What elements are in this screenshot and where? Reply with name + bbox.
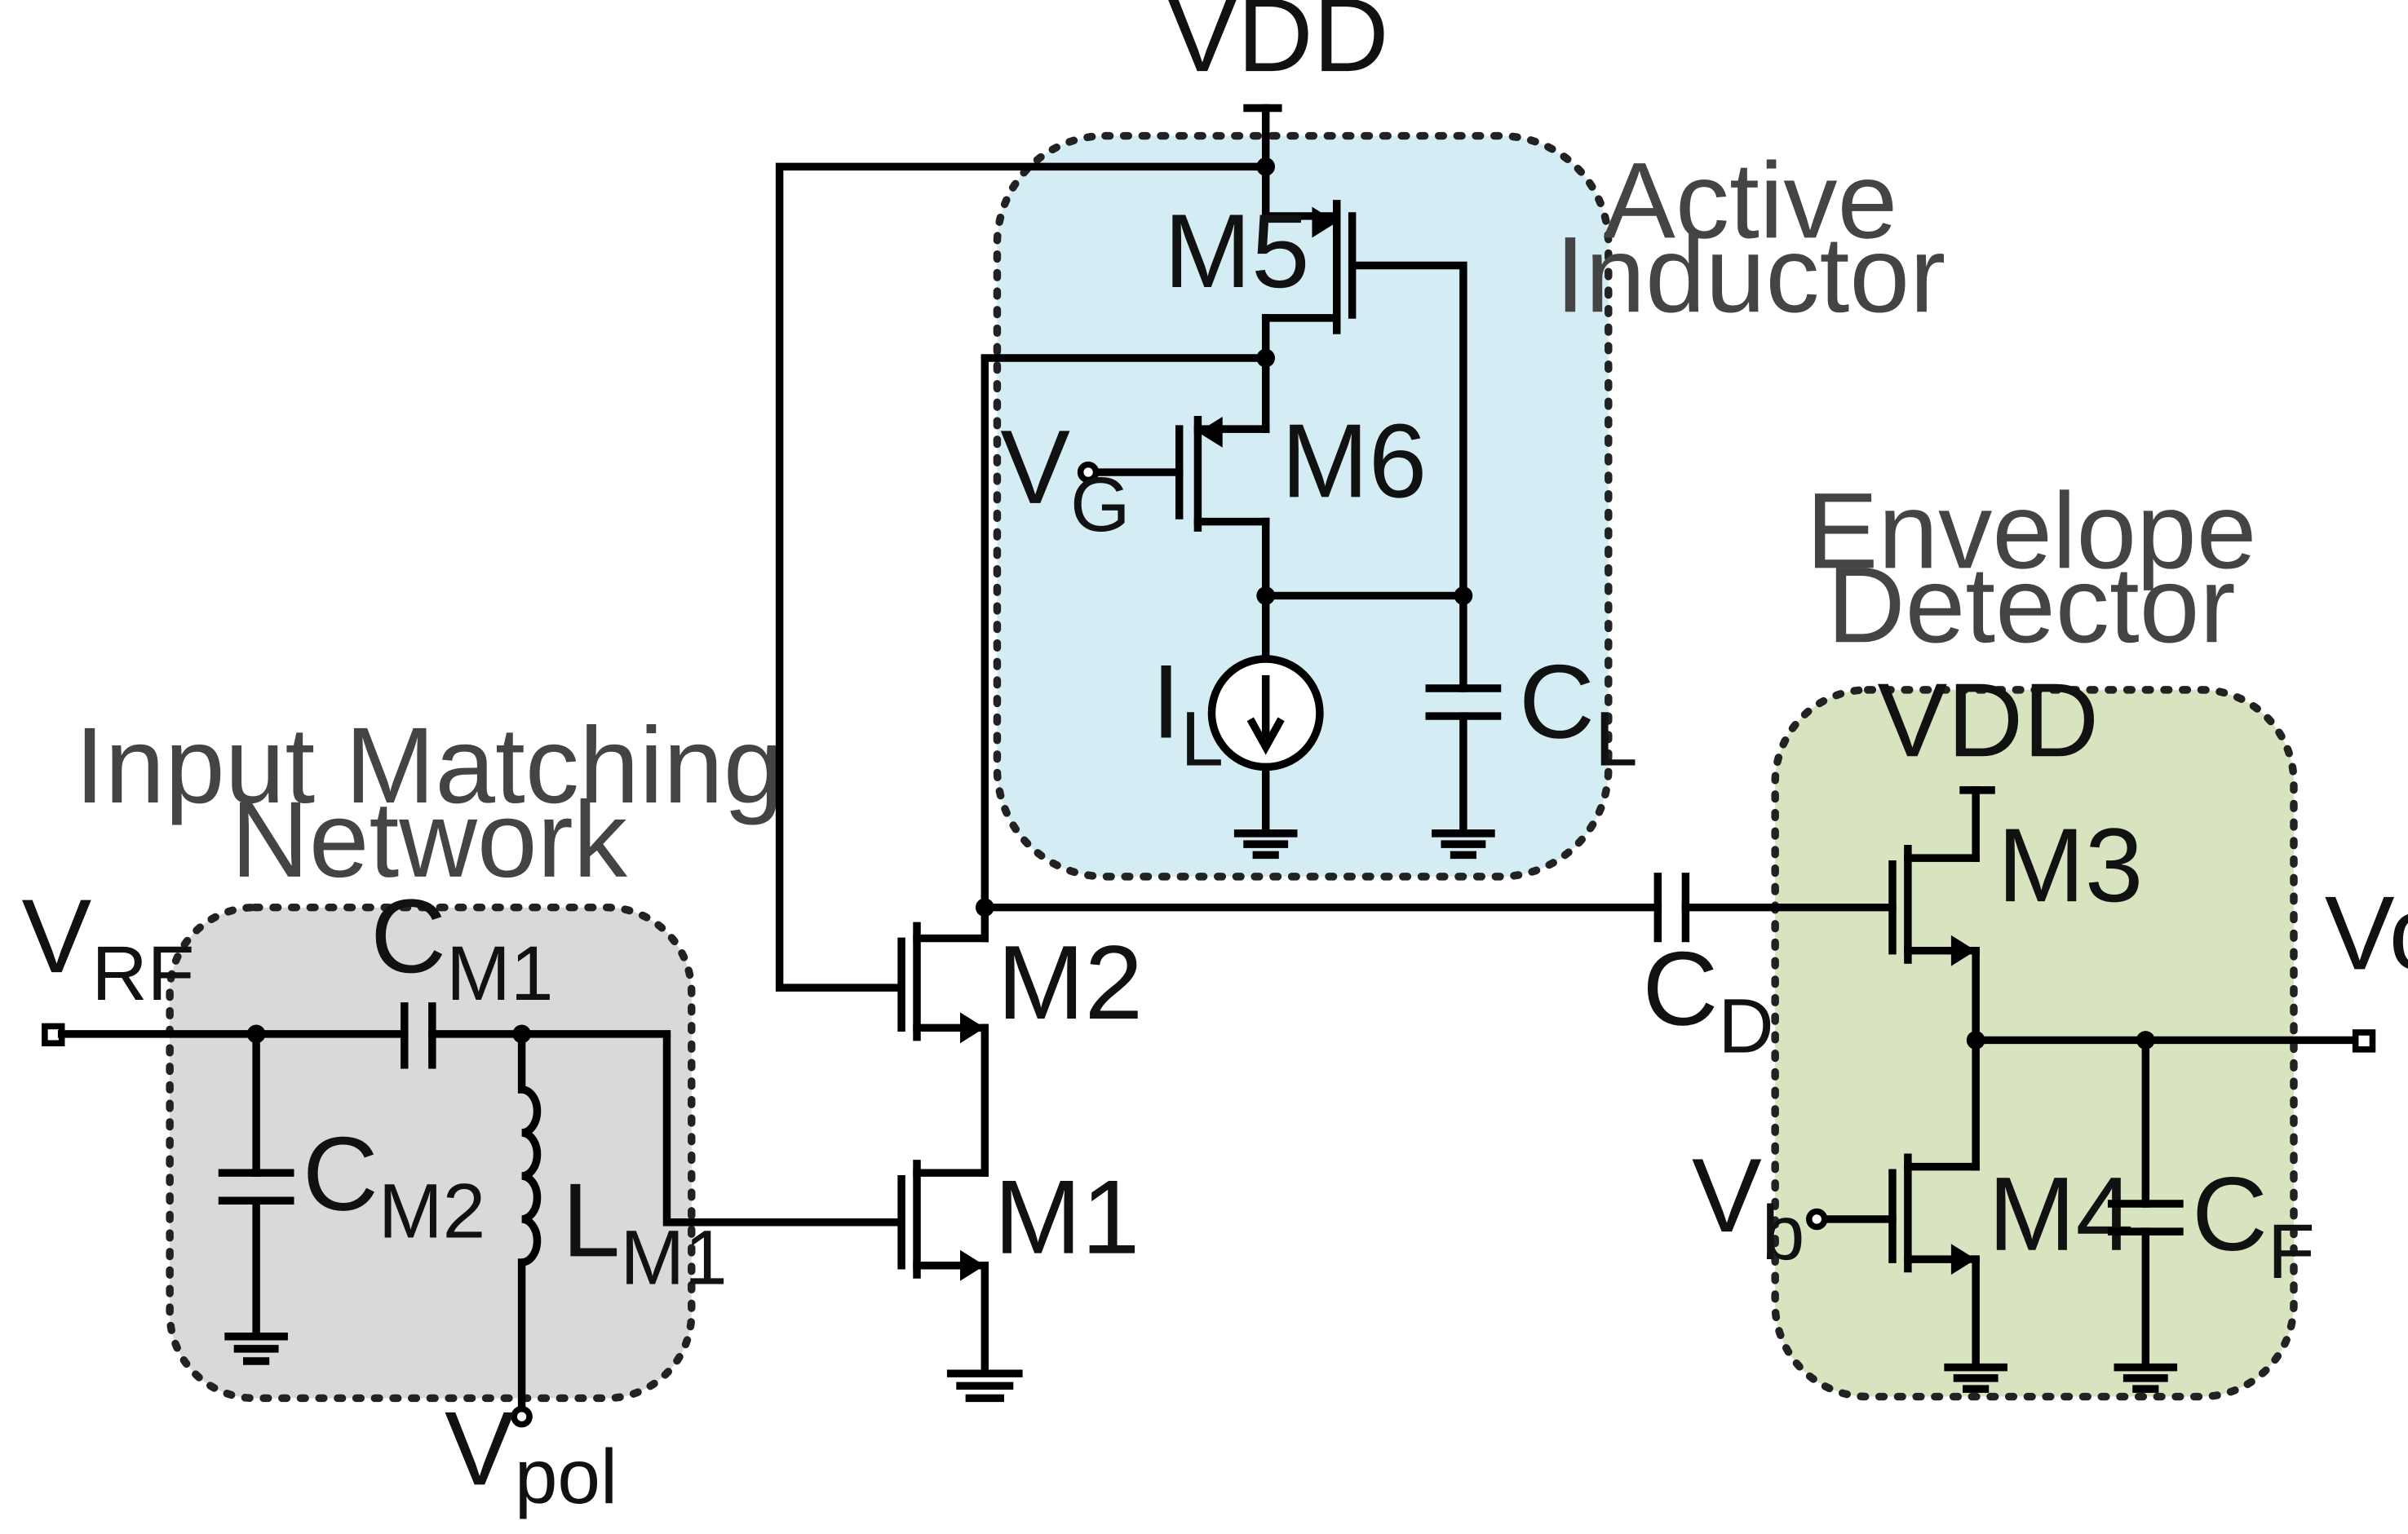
ground-cl (1432, 829, 1495, 860)
cm2-capacitor (218, 1030, 294, 1337)
m6-label: M6 (1281, 403, 1428, 519)
cl-capacitor (1425, 591, 1502, 834)
vdd-top-rail (775, 104, 1282, 992)
active-inductor-label-2: Inductor (1556, 214, 1946, 335)
ground-m4 (1944, 1363, 2007, 1393)
il-label: IL (1152, 644, 1224, 783)
vrf-label: VRF (21, 878, 194, 1017)
cf-label: CF (2192, 1156, 2315, 1295)
ground-cm2 (224, 1333, 288, 1365)
vpol-terminal[interactable] (511, 1405, 533, 1428)
ground-cf (2114, 1363, 2178, 1393)
m3-arrow (1950, 935, 1976, 966)
vdd-env-label: VDD (1877, 662, 2099, 779)
envelope-detector-label-1: Envelope (1806, 471, 2256, 591)
m6-arrow (1197, 416, 1223, 448)
m5-transistor (1261, 200, 1467, 596)
m1-label: M1 (994, 1160, 1140, 1276)
m5-label: M5 (1164, 193, 1310, 310)
ground-il (1233, 829, 1298, 860)
il-current-source (1207, 591, 1324, 834)
m1-arrow (960, 1249, 985, 1281)
vb-terminal[interactable] (1806, 1208, 1828, 1231)
m1-transistor (662, 1033, 989, 1375)
m6-transistor (1091, 354, 1270, 600)
cd-label: CD (1642, 931, 1773, 1070)
vg-label: VG (1000, 409, 1130, 548)
input-matching-label-2: Network (231, 780, 628, 900)
vpol-label: Vpol (445, 1390, 617, 1520)
m4-label: M4 (1988, 1156, 2134, 1273)
m4-arrow (1950, 1244, 1976, 1275)
m3-transistor (1888, 786, 1995, 1171)
vb-label: Vb (1692, 1138, 1804, 1276)
cf-capacitor (2107, 1036, 2184, 1368)
active-inductor-label-1: Active (1604, 140, 1898, 261)
cm1-capacitor (401, 1002, 671, 1069)
m4-transistor (1820, 1153, 1980, 1368)
m2-transistor (897, 903, 989, 1177)
m2-label: M2 (997, 925, 1143, 1041)
vo-terminal[interactable] (2352, 1029, 2376, 1053)
input-matching-label-1: Input Matching (75, 705, 784, 826)
il-cl-node (1256, 586, 1473, 605)
vg-terminal[interactable] (1077, 461, 1100, 484)
lm1-inductor (517, 1030, 542, 1412)
m5-arrow (1312, 206, 1337, 238)
cl-label: CL (1519, 644, 1638, 783)
envelope-detector-label-2: Detector (1827, 545, 2236, 665)
m2-arrow (960, 1012, 985, 1044)
vo-label: Vo (2325, 875, 2408, 992)
m3-label: M3 (1998, 807, 2144, 924)
ground-m1 (946, 1369, 1023, 1403)
vdd-top-label: VDD (1167, 0, 1389, 94)
cm1-label: CM1 (370, 878, 553, 1017)
lm1-label: LM1 (562, 1162, 728, 1301)
cm2-label: CM2 (303, 1116, 485, 1255)
cd-capacitor (980, 873, 1897, 943)
